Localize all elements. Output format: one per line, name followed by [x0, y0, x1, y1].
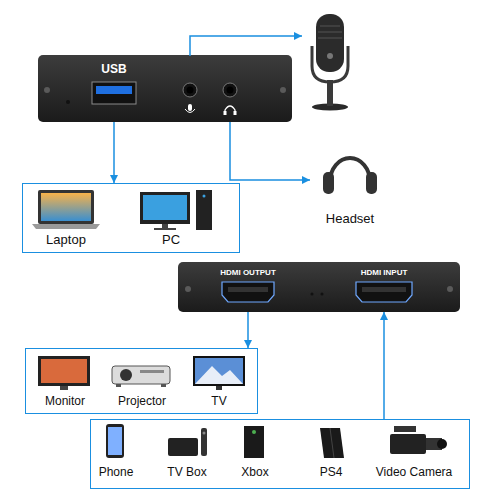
connector-arrow: [383, 312, 385, 419]
laptop-icon: [32, 190, 100, 229]
port-label: USB: [101, 63, 126, 77]
connector-arrow: [230, 122, 310, 180]
connector-arrow: [113, 122, 115, 183]
microphone-icon: [312, 14, 348, 111]
capture-card: USB: [38, 55, 292, 122]
headset-icon: [323, 158, 377, 194]
mic-wire: [190, 36, 302, 56]
device-name: TV Box: [167, 466, 206, 480]
device-name: TV: [211, 395, 226, 409]
capture-card: HDMI OUTPUT HDMI INPUT: [178, 262, 460, 312]
device-name: Phone: [99, 466, 134, 480]
ps4-icon: [320, 428, 344, 458]
source-group: Phone TV Box Xbox PS4 Video Camera: [90, 419, 470, 489]
device-name: Laptop: [46, 233, 86, 248]
hdmi-ports: [185, 282, 453, 302]
pc-icon: [140, 190, 212, 230]
phone-icon: [106, 424, 124, 458]
port-label: HDMI INPUT: [361, 268, 408, 277]
projector-icon: [112, 366, 170, 387]
headset: Headset: [310, 140, 390, 232]
device-name: PC: [162, 233, 180, 248]
device-name: Xbox: [241, 466, 268, 480]
device-name: Monitor: [45, 395, 85, 409]
device-name: Video Camera: [376, 466, 453, 480]
display-group: Monitor Projector TV: [25, 348, 258, 414]
port-label: HDMI OUTPUT: [220, 268, 276, 277]
device-name: PS4: [320, 466, 343, 480]
video-camera-icon: [390, 426, 447, 454]
tv-icon: [193, 356, 245, 390]
computer-group: Laptop PC: [22, 183, 240, 253]
connector-arrow: [247, 312, 249, 348]
device-name: Projector: [118, 395, 166, 409]
device-name: Headset: [326, 212, 374, 227]
monitor-icon: [38, 356, 90, 390]
capture-card-ports: [44, 82, 286, 115]
tv-box-icon: [168, 428, 207, 456]
xbox-icon: [244, 426, 264, 458]
